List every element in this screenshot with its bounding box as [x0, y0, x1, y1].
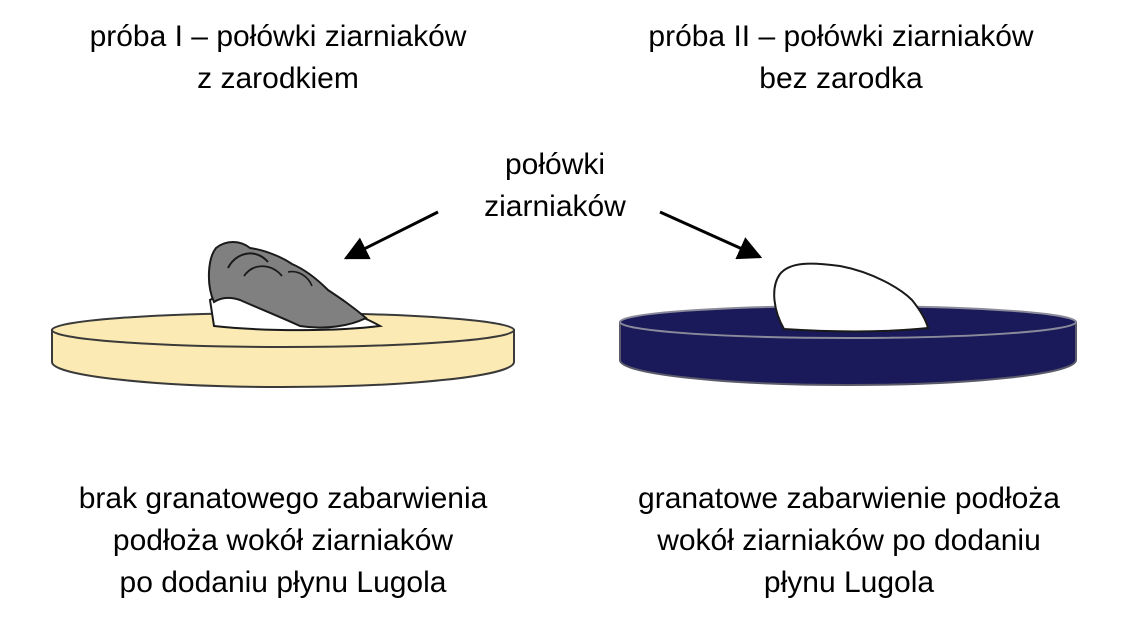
- sample-2-title: próba II – połówki ziarniaków bez zarodk…: [606, 16, 1076, 100]
- grain-halves-label: połówki ziarniaków: [420, 144, 690, 228]
- result-2-text: granatowe zabarwienie podłoża wokół ziar…: [584, 478, 1114, 604]
- grain-half-with-embryo-icon: [208, 241, 384, 332]
- sample-2-title-line-2: bez zarodka: [759, 62, 923, 95]
- result-2-line-1: granatowe zabarwienie podłoża: [638, 482, 1060, 515]
- result-2-line-3: płynu Lugola: [763, 566, 935, 599]
- result-1-line-2: podłoża wokół ziarniaków: [112, 524, 454, 557]
- sample-2-title-line-1: próba II – połówki ziarniaków: [648, 20, 1034, 53]
- result-1-line-3: po dodaniu płynu Lugola: [119, 566, 447, 599]
- grain-half-without-embryo-icon: [773, 262, 930, 333]
- sample-1-title-line-1: próba I – połówki ziarniaków: [89, 20, 467, 53]
- petri-dish-left-icon: [51, 312, 515, 388]
- grain-halves-label-line-1: połówki: [504, 148, 606, 181]
- result-1-text: brak granatowego zabarwienia podłoża wok…: [28, 478, 538, 604]
- sample-1-title-line-2: z zarodkiem: [197, 62, 359, 95]
- grain-halves-label-line-2: ziarniaków: [484, 190, 626, 223]
- sample-1-title: próba I – połówki ziarniaków z zarodkiem: [48, 16, 508, 100]
- result-1-line-1: brak granatowego zabarwienia: [78, 482, 488, 515]
- result-2-line-2: wokół ziarniaków po dodaniu: [657, 524, 1041, 557]
- arrow-right-icon: [659, 210, 763, 260]
- arrow-left-icon: [343, 210, 439, 260]
